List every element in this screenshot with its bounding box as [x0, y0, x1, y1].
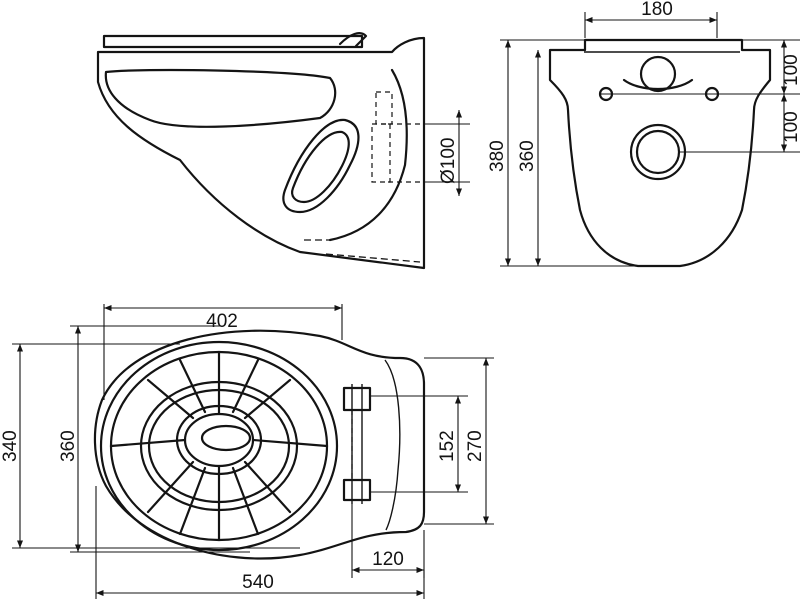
bolt-offset-label: 120	[372, 549, 404, 570]
total-length-label: 540	[242, 572, 274, 593]
plan-width-label: 402	[206, 311, 238, 332]
lower-spacing-label: 100	[781, 111, 800, 143]
plan-depth-inner-label: 360	[58, 430, 79, 462]
plan-view: 402 340 360 152 270 120 540	[0, 304, 494, 599]
bolt-spacing-label: 152	[437, 430, 458, 462]
top-width-label: 180	[641, 0, 673, 20]
plan-depth-outer-label: 340	[0, 430, 21, 462]
upper-spacing-label: 100	[781, 54, 800, 86]
front-view: 180 100 100 380 360	[487, 0, 800, 268]
outlet-diameter-label: Ø100	[438, 138, 459, 184]
bowl-height-label: 360	[517, 140, 538, 172]
grate-ribs	[109, 350, 329, 542]
rear-width-label: 270	[465, 430, 486, 462]
total-height-label: 380	[487, 140, 508, 172]
side-view: Ø100	[96, 32, 470, 270]
